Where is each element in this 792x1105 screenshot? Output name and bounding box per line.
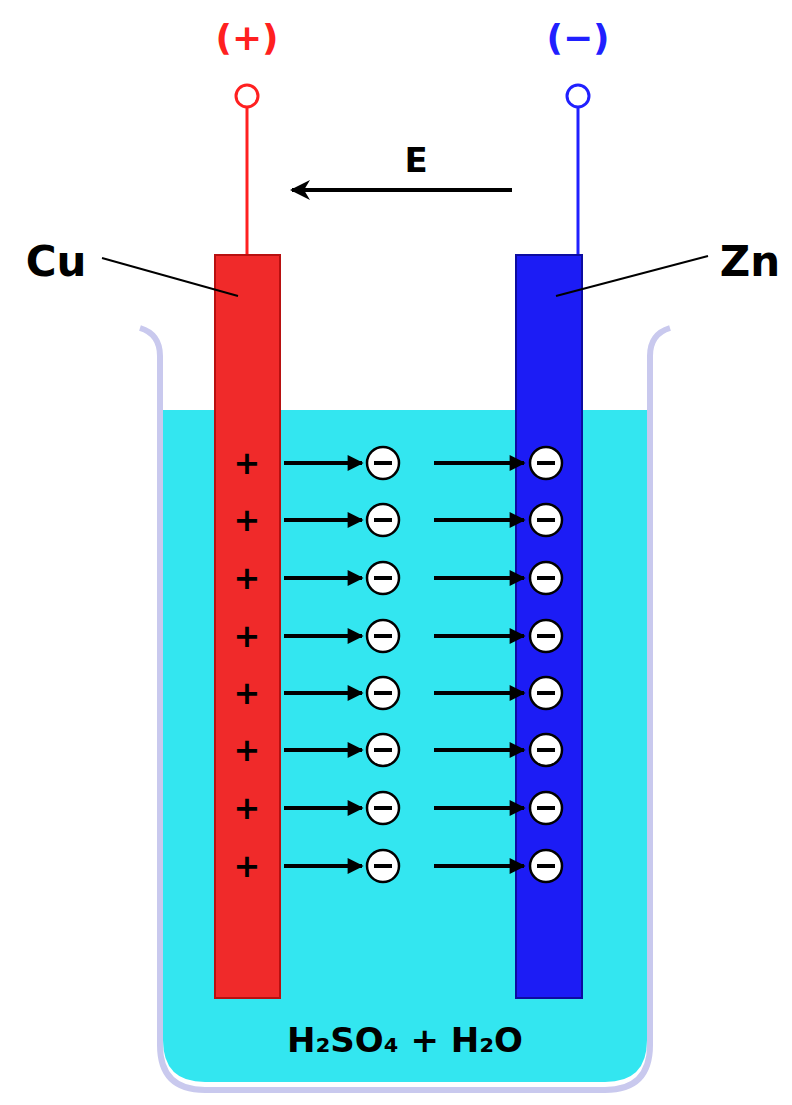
charge-sign: + bbox=[234, 850, 261, 882]
negative-wire bbox=[577, 107, 580, 256]
terminal-sign: (+) bbox=[215, 20, 278, 56]
negative-terminal bbox=[567, 85, 589, 107]
ion-arrow bbox=[284, 518, 362, 522]
zinc-electrode bbox=[516, 255, 582, 998]
minus-sign bbox=[537, 691, 555, 695]
charge-sign: + bbox=[234, 734, 261, 766]
charge-sign: + bbox=[234, 562, 261, 594]
ion-arrow bbox=[284, 634, 362, 638]
ion-arrow bbox=[284, 576, 362, 580]
minus-sign bbox=[374, 806, 392, 810]
field-arrow bbox=[292, 188, 512, 192]
negative-ion bbox=[367, 447, 399, 479]
ion-arrow bbox=[284, 864, 362, 868]
ion-arrow bbox=[434, 576, 524, 580]
negative-ion bbox=[367, 562, 399, 594]
minus-sign bbox=[537, 576, 555, 580]
charge-sign: + bbox=[234, 677, 261, 709]
minus-sign bbox=[537, 461, 555, 465]
electrode-name: Zn bbox=[720, 241, 780, 283]
minus-sign bbox=[537, 518, 555, 522]
negative-ion bbox=[530, 562, 562, 594]
negative-ion bbox=[530, 447, 562, 479]
charge-sign: + bbox=[234, 792, 261, 824]
electrode-name: Cu bbox=[26, 241, 87, 283]
minus-sign bbox=[374, 864, 392, 868]
ion-arrow bbox=[434, 806, 524, 810]
ion-arrow bbox=[434, 691, 524, 695]
negative-ion bbox=[367, 620, 399, 652]
terminal-sign: (−) bbox=[546, 20, 609, 56]
ion-arrow bbox=[434, 518, 524, 522]
ion-arrow bbox=[434, 461, 524, 465]
minus-sign bbox=[537, 748, 555, 752]
minus-sign bbox=[374, 748, 392, 752]
minus-sign bbox=[374, 576, 392, 580]
ion-arrow bbox=[284, 806, 362, 810]
negative-ion bbox=[367, 677, 399, 709]
minus-sign bbox=[374, 691, 392, 695]
charge-sign: + bbox=[234, 504, 261, 536]
positive-terminal bbox=[236, 85, 258, 107]
minus-sign bbox=[374, 518, 392, 522]
negative-ion bbox=[530, 677, 562, 709]
charge-sign: + bbox=[234, 620, 261, 652]
ion-rows bbox=[284, 447, 562, 882]
leader-line bbox=[102, 258, 238, 296]
charge-sign: + bbox=[234, 447, 261, 479]
field-label: E bbox=[404, 143, 427, 177]
ion-arrow bbox=[434, 864, 524, 868]
positive-wire bbox=[246, 107, 249, 256]
negative-ion bbox=[530, 792, 562, 824]
negative-ion bbox=[530, 504, 562, 536]
ion-arrow bbox=[434, 634, 524, 638]
minus-sign bbox=[537, 634, 555, 638]
negative-ion bbox=[530, 620, 562, 652]
ion-arrow bbox=[284, 748, 362, 752]
negative-ion bbox=[367, 850, 399, 882]
negative-ion bbox=[530, 850, 562, 882]
leader-line bbox=[556, 256, 708, 296]
negative-ion bbox=[367, 504, 399, 536]
minus-sign bbox=[374, 634, 392, 638]
ion-arrow bbox=[284, 461, 362, 465]
electrolyte-formula: H₂SO₄ + H₂O bbox=[287, 1023, 523, 1057]
copper-electrode bbox=[215, 255, 280, 998]
negative-ion bbox=[530, 734, 562, 766]
ion-arrow bbox=[434, 748, 524, 752]
negative-ion bbox=[367, 792, 399, 824]
negative-ion bbox=[367, 734, 399, 766]
minus-sign bbox=[537, 864, 555, 868]
minus-sign bbox=[374, 461, 392, 465]
minus-sign bbox=[537, 806, 555, 810]
ion-arrow bbox=[284, 691, 362, 695]
